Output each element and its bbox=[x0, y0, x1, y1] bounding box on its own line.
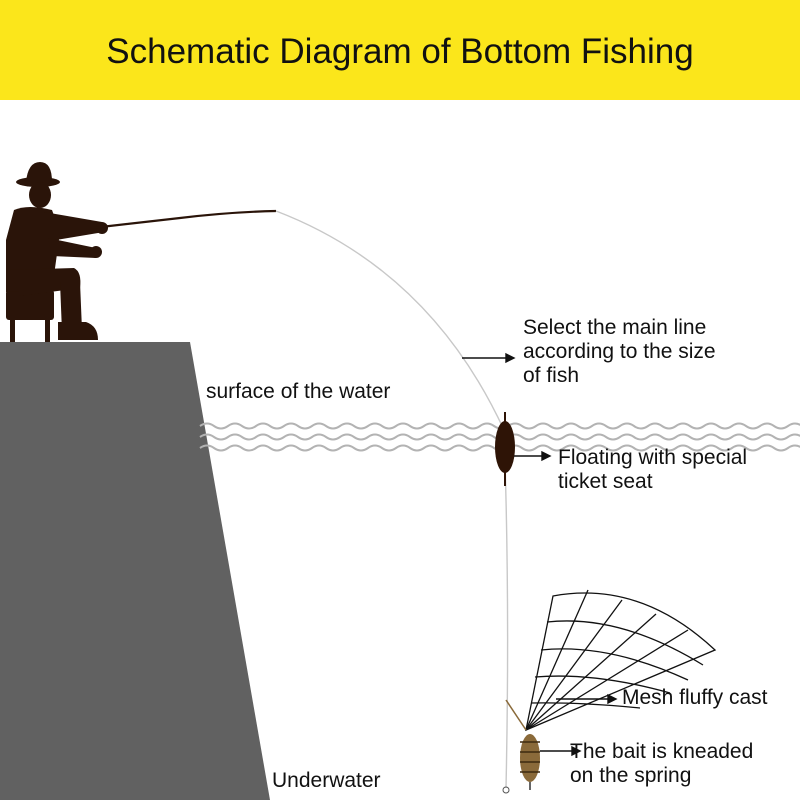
diagram-title: Schematic Diagram of Bottom Fishing bbox=[106, 32, 694, 71]
bait-label: The bait is kneaded on the spring bbox=[570, 740, 754, 787]
water-surface-label: surface of the water bbox=[206, 380, 391, 403]
fisherman-silhouette bbox=[6, 162, 108, 342]
main-line-label: Select the main line according to the si… bbox=[523, 316, 716, 387]
fishing-rod bbox=[91, 209, 277, 230]
float-label: Floating with special ticket seat bbox=[558, 446, 748, 493]
mesh-cast bbox=[525, 589, 717, 732]
underwater-label: Underwater bbox=[272, 769, 381, 792]
bait-spring bbox=[502, 699, 540, 794]
main-line bbox=[275, 210, 509, 789]
bank bbox=[0, 342, 270, 800]
float bbox=[495, 412, 515, 486]
title-banner bbox=[0, 0, 800, 100]
mesh-cast-label: Mesh fluffy cast bbox=[622, 686, 768, 709]
